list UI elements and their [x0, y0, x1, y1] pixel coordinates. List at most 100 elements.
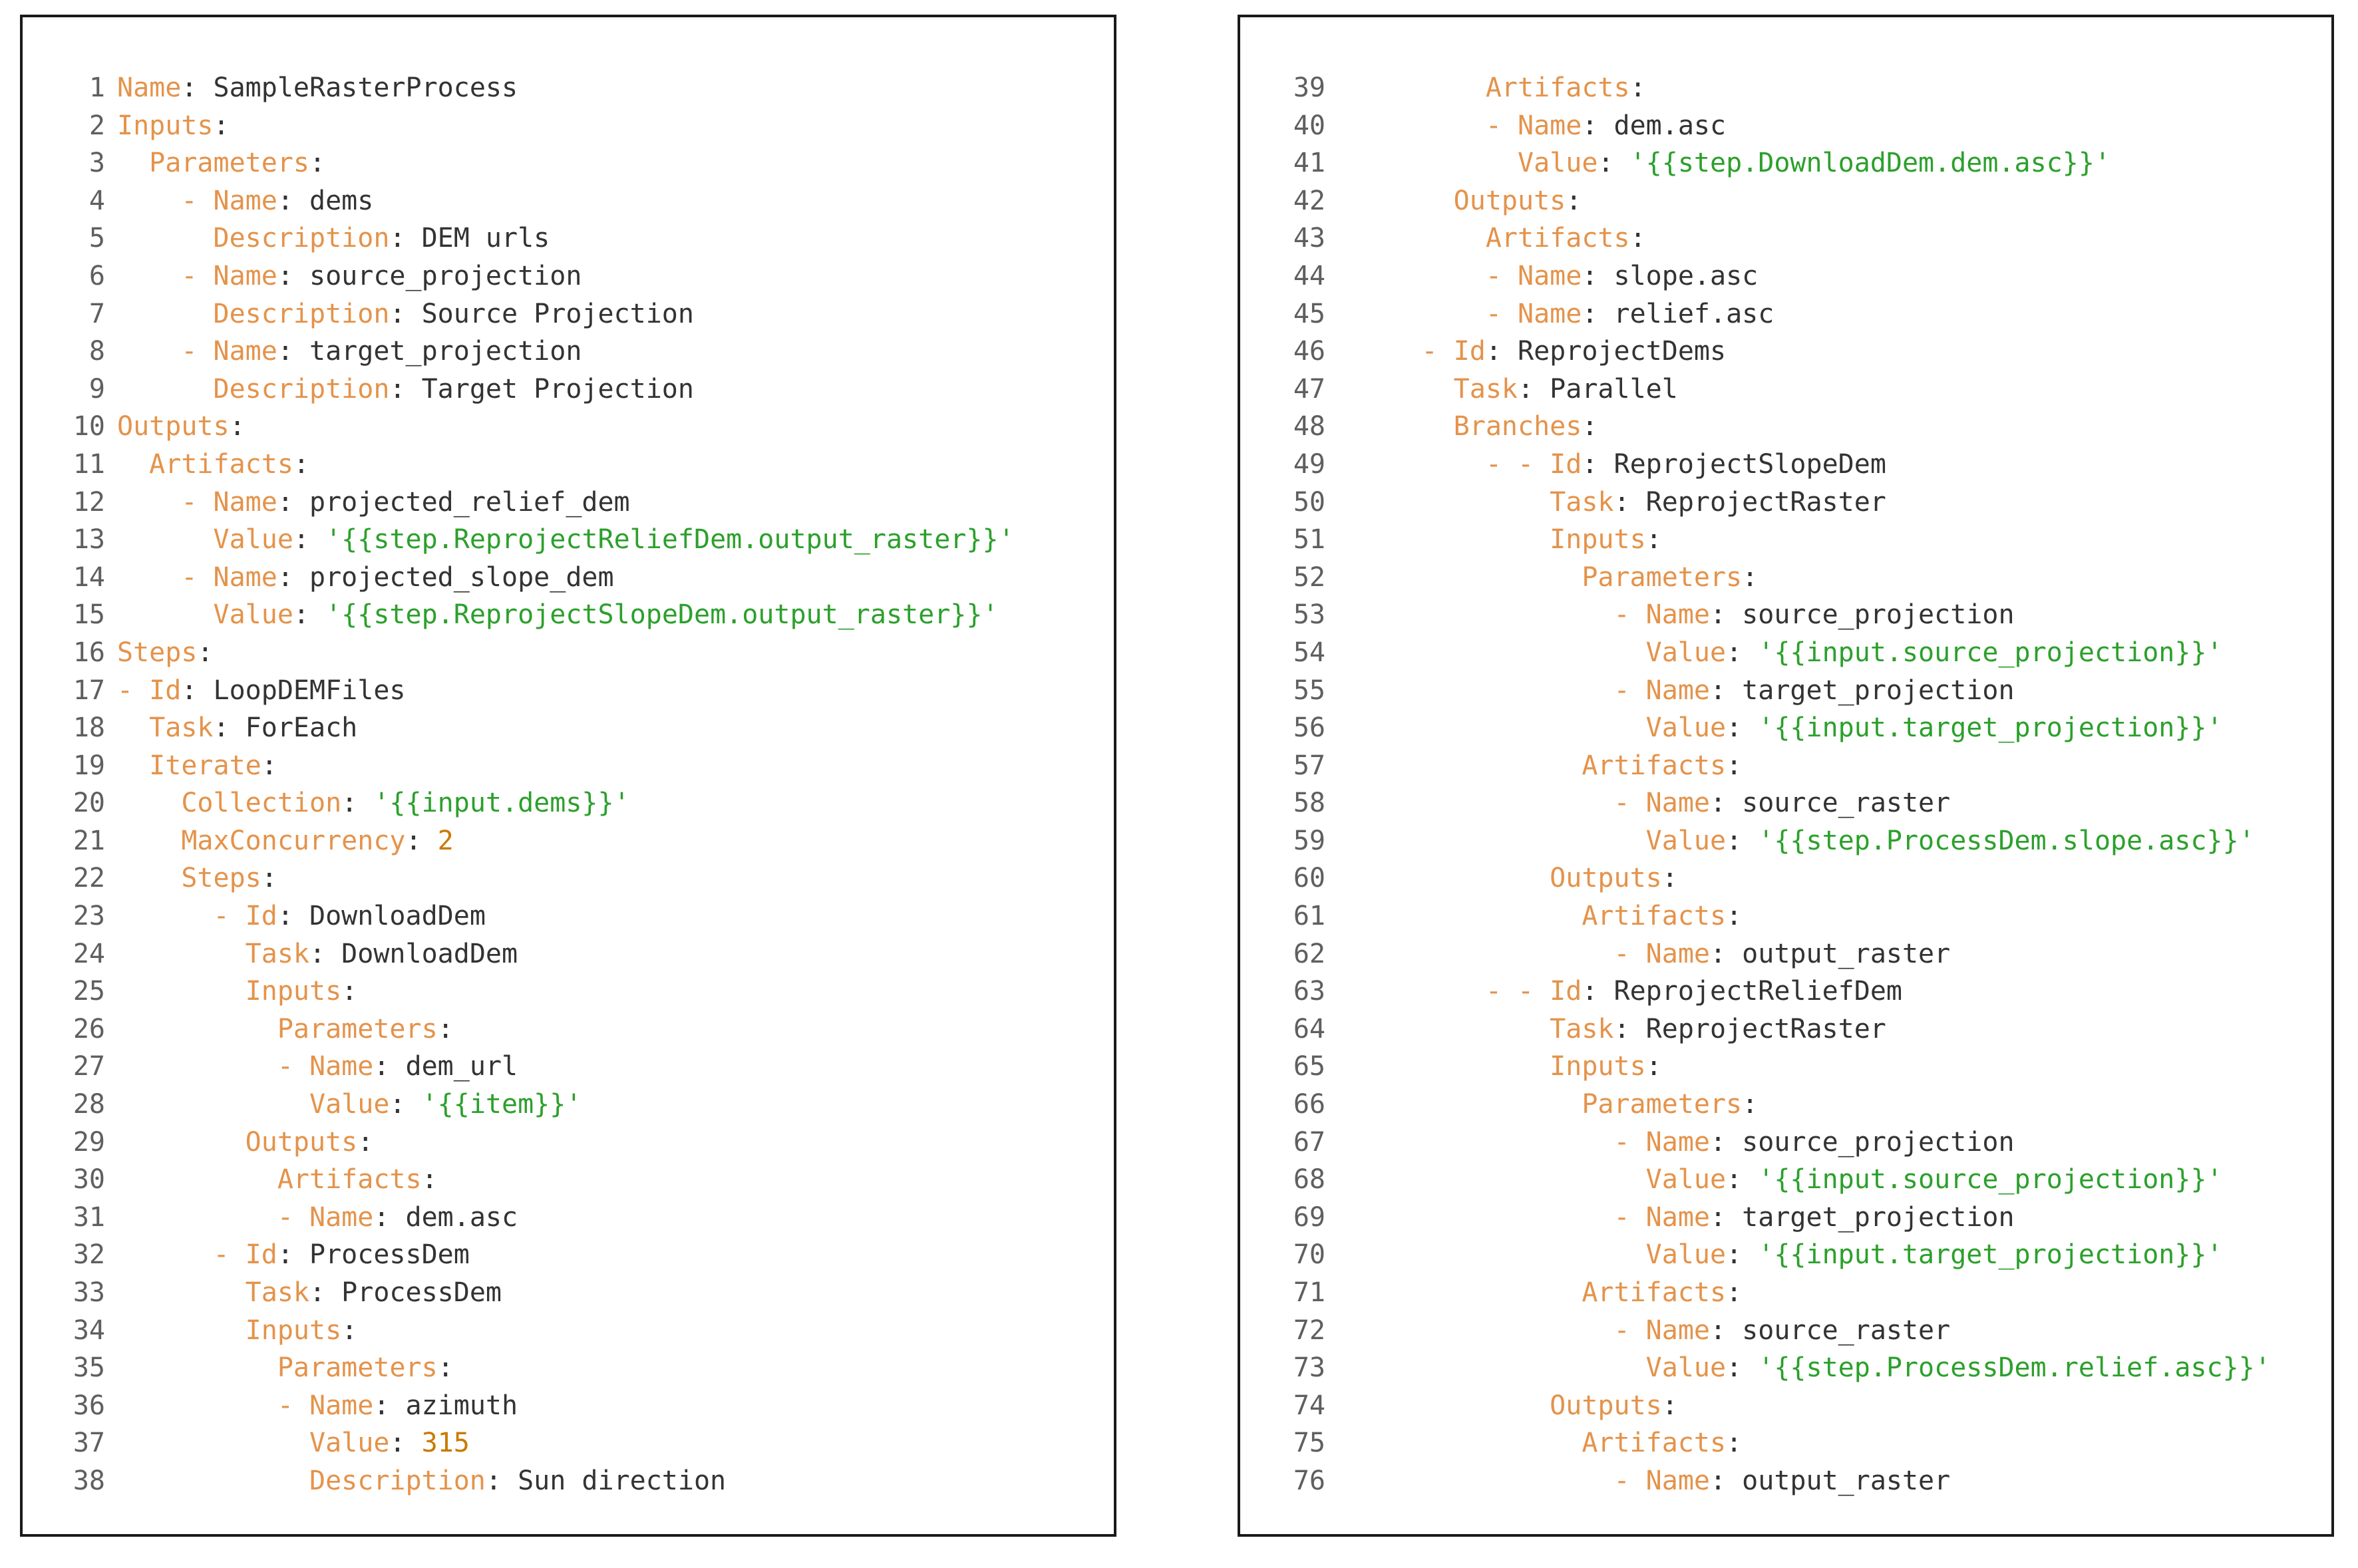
yaml-key: Parameters: [277, 1352, 438, 1384]
code-text: Inputs:: [1325, 1048, 1662, 1086]
yaml-value: relief.asc: [1613, 298, 1774, 329]
yaml-key: Name: [1645, 1315, 1710, 1346]
code-text: - Id: DownloadDem: [117, 897, 486, 935]
colon: :: [1613, 1013, 1646, 1044]
code-text: Outputs:: [1325, 182, 1582, 220]
yaml-key: Name: [213, 185, 277, 216]
yaml-key: Inputs: [117, 110, 214, 141]
line-number: 36: [73, 1390, 105, 1421]
line-number: 37: [73, 1428, 105, 1459]
line-number: 9: [88, 373, 105, 404]
indent: [1325, 562, 1582, 593]
yaml-key: Name: [1518, 260, 1582, 291]
indent: [1325, 599, 1613, 630]
yaml-key: Name: [213, 561, 277, 593]
colon: :: [1726, 1352, 1759, 1384]
code-text: Collection: '{{input.dems}}': [117, 784, 629, 822]
yaml-value: source_projection: [309, 260, 582, 291]
yaml-value: Parallel: [1550, 373, 1678, 404]
yaml-value: ProcessDem: [341, 1277, 502, 1308]
code-line: 74 Outputs:: [1240, 1387, 2331, 1425]
line-number: 42: [1293, 185, 1325, 216]
yaml-key: Name: [213, 336, 277, 367]
code-text: Artifacts:: [1325, 897, 1742, 935]
yaml-key: Name: [213, 486, 277, 518]
colon: :: [1726, 825, 1759, 856]
line-number: 63: [1293, 976, 1325, 1007]
code-line: 71 Artifacts:: [1240, 1274, 2331, 1312]
yaml-key: Task: [1453, 373, 1518, 404]
code-text: Value: '{{item}}': [117, 1086, 582, 1124]
colon: :: [277, 561, 309, 593]
line-number: 64: [1293, 1013, 1325, 1044]
code-line: 44 - Name: slope.asc: [1240, 257, 2331, 295]
line-number: 74: [1293, 1390, 1325, 1421]
code-line: 11 Artifacts:: [23, 446, 1114, 484]
indent: [1325, 939, 1613, 969]
colon: :: [1485, 336, 1518, 367]
yaml-key: Name: [1645, 1465, 1710, 1496]
indent: [1325, 901, 1582, 931]
yaml-key: Name: [309, 1051, 374, 1082]
yaml-key: Parameters: [149, 148, 309, 179]
list-dash: -: [117, 675, 150, 706]
code-text: Task: ReprojectRaster: [1325, 1011, 1886, 1048]
line-number: 39: [1293, 73, 1325, 103]
yaml-key: Value: [213, 599, 293, 631]
yaml-key: Id: [245, 901, 277, 932]
line-number: 75: [1293, 1428, 1325, 1459]
indent: [117, 148, 149, 178]
line-number: 1: [88, 73, 105, 103]
line-number: 20: [73, 788, 105, 819]
code-line: 60 Outputs:: [1240, 860, 2331, 897]
indent: [1325, 1428, 1582, 1458]
line-number: 67: [1293, 1126, 1325, 1158]
code-text: Outputs:: [1325, 1387, 1678, 1425]
indent: [117, 826, 181, 856]
code-text: - Name: source_raster: [1325, 784, 1950, 822]
yaml-value: projected_slope_dem: [309, 561, 614, 593]
code-line: 45 - Name: relief.asc: [1240, 295, 2331, 333]
code-text: - Name: source_projection: [1325, 1124, 2014, 1162]
yaml-key: Name: [117, 73, 182, 103]
yaml-value: output_raster: [1742, 938, 1951, 969]
code-line: 43 Artifacts:: [1240, 220, 2331, 257]
yaml-key: Value: [1645, 1239, 1727, 1271]
code-text: Description: Target Projection: [117, 371, 694, 408]
indent: [117, 1127, 246, 1158]
yaml-value: '{{step.DownloadDem.dem.asc}}': [1629, 148, 2111, 179]
code-line: 50 Task: ReprojectRaster: [1240, 484, 2331, 522]
indent: [1325, 1315, 1613, 1346]
indent: [117, 863, 181, 893]
indent: [1325, 712, 1646, 743]
yaml-value: dem_url: [405, 1051, 518, 1082]
code-line: 48 Branches:: [1240, 408, 2331, 446]
yaml-key: Name: [1645, 599, 1710, 631]
line-number: 16: [73, 637, 105, 668]
line-number: 13: [73, 524, 105, 555]
code-line: 7 Description: Source Projection: [23, 295, 1114, 333]
colon: :: [373, 1390, 406, 1421]
indent: [1325, 1277, 1582, 1308]
yaml-value: source_raster: [1742, 788, 1951, 819]
line-number: 55: [1293, 675, 1325, 706]
list-dash: -: [1613, 1126, 1646, 1158]
yaml-key: Branches: [1453, 411, 1582, 442]
line-number: 10: [73, 411, 105, 442]
colon: :: [1582, 110, 1614, 141]
code-text: Artifacts:: [1325, 1274, 1742, 1312]
code-text: Artifacts:: [1325, 69, 1646, 107]
colon: :: [485, 1465, 518, 1496]
indent: [117, 1277, 246, 1308]
code-text: Task: Parallel: [1325, 371, 1678, 408]
code-text: Parameters:: [117, 1349, 454, 1387]
yaml-key: Value: [1645, 825, 1727, 856]
code-line: 34 Inputs:: [23, 1312, 1114, 1350]
yaml-key: Name: [213, 260, 277, 291]
code-text: Artifacts:: [117, 1161, 438, 1199]
yaml-key: Inputs: [245, 976, 342, 1007]
colon: :: [1726, 1428, 1743, 1459]
line-number: 70: [1293, 1239, 1325, 1271]
